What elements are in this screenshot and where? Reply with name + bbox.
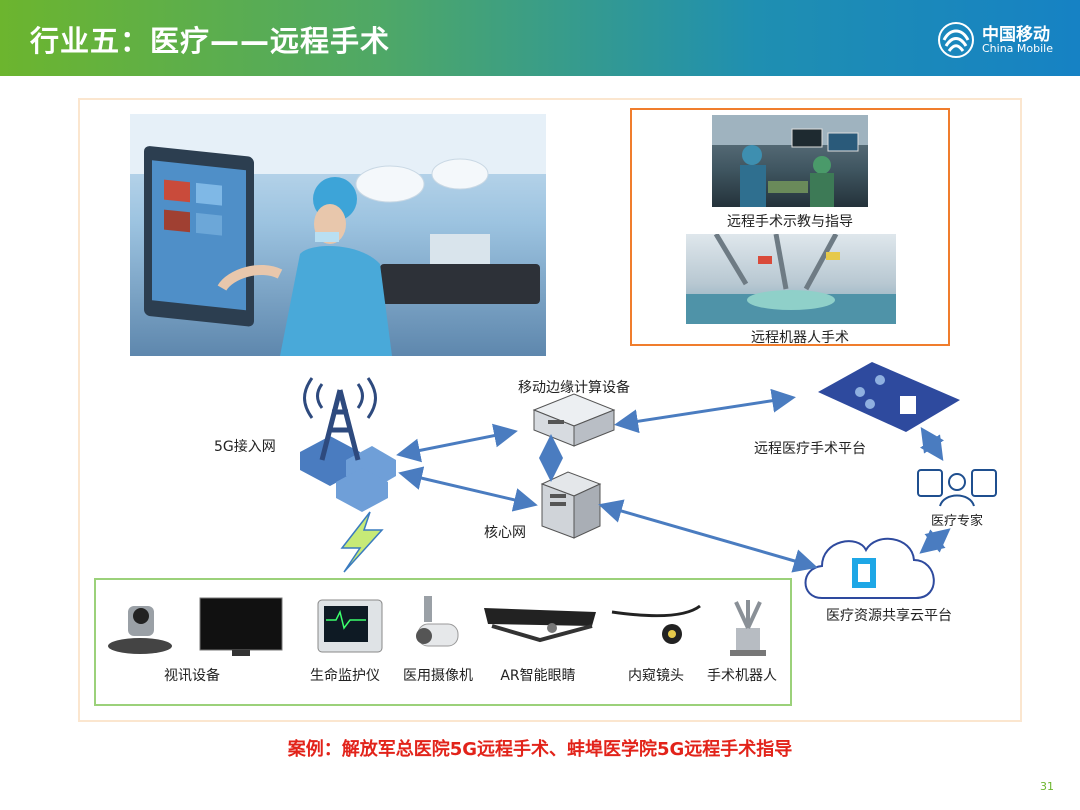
medical-expert-icon (918, 470, 996, 506)
5g-tower-icon (300, 378, 396, 512)
wireless-signal-icon (342, 512, 382, 572)
page-number: 31 (1040, 780, 1054, 793)
label-medical-expert: 医疗专家 (931, 510, 983, 529)
label-cloud-platform: 医疗资源共享云平台 (826, 605, 952, 625)
case-study-text: 案例：解放军总医院5G远程手术、蚌埠医学院5G远程手术指导 (288, 735, 793, 761)
terminal-devices-panel (94, 578, 792, 706)
device-video-conference: 视讯设备 (164, 665, 220, 685)
device-endoscope: 内窥镜头 (628, 665, 684, 685)
device-ar-glasses: AR智能眼睛 (500, 665, 575, 685)
label-5g-access-network: 5G接入网 (214, 436, 276, 456)
label-remote-surgery-platform: 远程医疗手术平台 (754, 438, 866, 458)
mec-server-icon (534, 394, 614, 446)
label-mec-device: 移动边缘计算设备 (518, 377, 630, 397)
remote-platform-icon (818, 362, 960, 432)
cloud-platform-icon (806, 539, 934, 598)
core-network-server-icon (542, 472, 600, 538)
label-core-network: 核心网 (484, 522, 526, 542)
device-medical-camera: 医用摄像机 (403, 665, 473, 685)
device-surgical-robot: 手术机器人 (707, 665, 777, 685)
device-vital-monitor: 生命监护仪 (310, 665, 380, 685)
